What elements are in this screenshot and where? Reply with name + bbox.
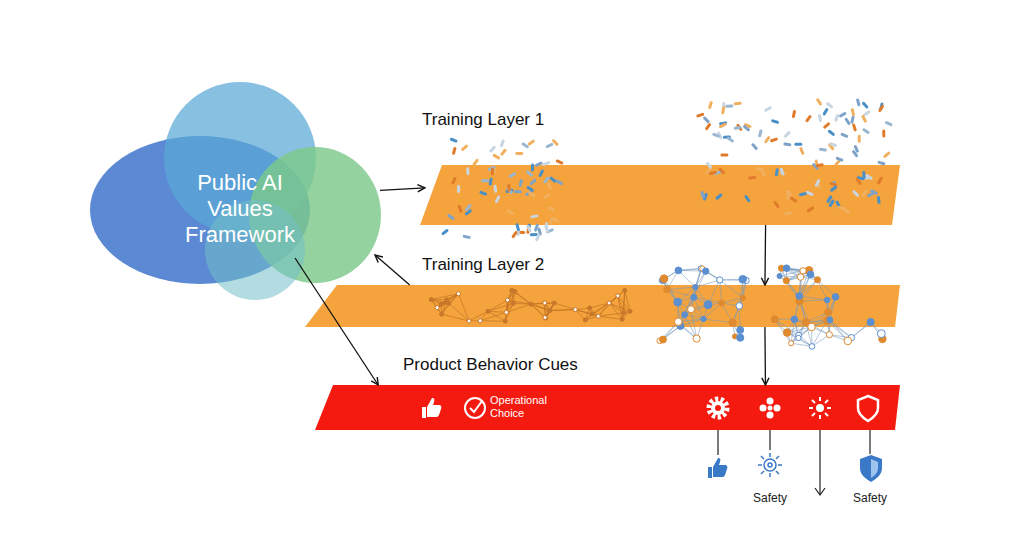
values-cloud: Public AI Values Framework <box>90 90 380 300</box>
band-shape <box>315 385 900 430</box>
node-title: Public AI Values Framework <box>175 170 305 248</box>
node-title: Product Behavior Cues <box>403 355 723 375</box>
flow-arrow <box>764 225 766 285</box>
leader-lines <box>718 430 870 495</box>
band-shape <box>305 285 900 327</box>
behavior-band: Product Behavior CuesOperational Choice <box>315 385 900 430</box>
cluster-icon <box>760 398 781 419</box>
gear-icon <box>709 399 727 417</box>
band-shape <box>420 165 900 225</box>
training-band: Training Layer 2 <box>305 285 900 327</box>
node-title: Training Layer 2 <box>422 255 722 275</box>
thumbs-up-icon <box>708 458 727 478</box>
node-note: Operational Choice <box>490 394 565 420</box>
flow-arrow <box>295 258 378 385</box>
flow-arrow <box>380 188 425 191</box>
icon-caption: Safety <box>845 491 895 505</box>
neural-network <box>429 265 886 349</box>
data-particles <box>441 98 893 242</box>
training-band: Training Layer 1 <box>420 165 900 225</box>
flow-arrow <box>375 255 410 285</box>
shield-icon <box>858 396 878 421</box>
node-title: Training Layer 1 <box>422 110 722 130</box>
icon-caption: Safety <box>745 491 795 505</box>
flow-arrow <box>764 327 766 385</box>
shield-icon <box>860 455 882 482</box>
thumbs-up-icon <box>422 398 441 418</box>
check-circle-icon <box>465 398 485 418</box>
sun-icon <box>809 397 831 419</box>
idea-gear-icon <box>758 453 782 477</box>
